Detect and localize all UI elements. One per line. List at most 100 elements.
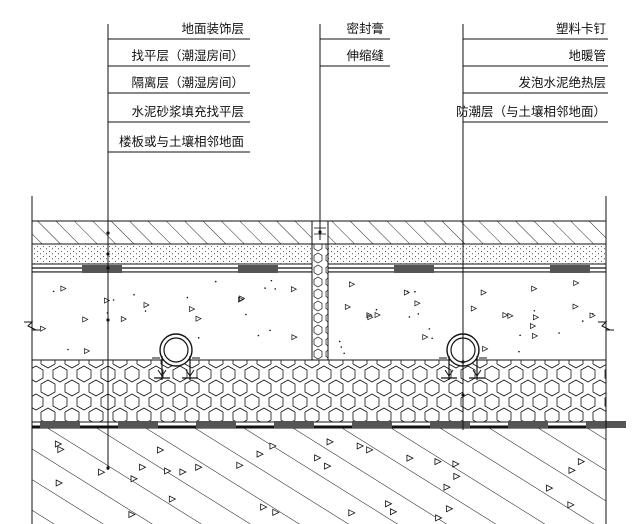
aggregate-mark (422, 333, 429, 341)
aggregate-mark (480, 289, 487, 296)
label-right-0: 塑料卡钉 (556, 21, 607, 36)
aggregate-mark (52, 290, 55, 293)
leveling-layer-left (31, 243, 313, 265)
aggregate-mark (406, 290, 409, 293)
aggregate-mark (532, 332, 539, 339)
leader-dot (461, 360, 465, 364)
left-label-group: 地面装饰层找平层（潮湿房间）隔离层（潮湿房间）水泥砂浆填充找平层楼板或与土壤相邻… (108, 21, 250, 153)
leveling-layer-right (327, 243, 607, 265)
aggregate-mark (143, 301, 150, 309)
moisture-barrier-strip (40, 421, 80, 428)
aggregate-mark (82, 316, 89, 323)
aggregate-mark (239, 295, 246, 302)
plastic-clip-arrow (444, 369, 482, 377)
aggregate-mark (417, 313, 420, 315)
aggregate-mark (482, 345, 489, 352)
leader-dot (318, 230, 322, 234)
foam-cement-insulation-layer (31, 359, 607, 423)
aggregate-mark (343, 352, 345, 355)
label-left-2: 隔离层（潮湿房间） (131, 75, 244, 90)
aggregate-mark (532, 314, 540, 321)
label-right-1: 地暖管 (568, 48, 606, 63)
aggregate-mark (581, 320, 584, 322)
slab-aggregate-mark (568, 466, 576, 474)
mortar-aggregate (40, 279, 596, 355)
slab-aggregate-mark (435, 514, 443, 522)
slab-aggregate-mark (385, 500, 393, 508)
slab-aggregate-mark (179, 468, 187, 476)
aggregate-mark (245, 313, 247, 316)
aggregate-mark (290, 286, 298, 293)
slab-aggregate-mark (256, 450, 264, 458)
slab-aggregate-mark (55, 479, 64, 487)
aggregate-mark (533, 309, 536, 312)
aggregate-mark (344, 303, 352, 311)
moisture-barrier-strip (274, 421, 314, 428)
isolation-strip (238, 265, 278, 273)
slab-aggregate-mark (434, 458, 442, 466)
aggregate-mark (269, 329, 271, 332)
aggregate-mark (414, 300, 421, 307)
aggregate-mark (403, 289, 411, 296)
leader-dot (106, 266, 110, 270)
aggregate-mark (367, 314, 374, 321)
aggregate-mark (502, 312, 509, 319)
leader-dot (106, 231, 110, 235)
label-left-1: 找平层（潮湿房间） (131, 48, 244, 63)
aggregate-mark (186, 296, 189, 299)
label-middle-0: 密封膏 (346, 21, 384, 36)
slab-aggregate-mark (260, 503, 268, 511)
aggregate-mark (366, 312, 373, 319)
slab-aggregate-mark (314, 454, 322, 462)
label-middle-1: 伸缩缝 (346, 48, 384, 63)
moisture-barrier-strip (196, 421, 236, 428)
aggregate-mark (573, 279, 580, 287)
slab-aggregate-mark (366, 446, 374, 454)
slab-aggregate-mark (98, 468, 106, 476)
slab-layer (32, 428, 606, 524)
floor-finish-layer-right (327, 220, 607, 245)
aggregate-mark (408, 316, 411, 318)
moisture-barrier-strip (118, 421, 158, 428)
slab-aggregate-mark (269, 442, 277, 450)
aggregate-mark (40, 325, 47, 332)
slab-aggregate-mark (406, 454, 414, 462)
slab-aggregate-mark (139, 463, 147, 471)
aggregate-mark (189, 306, 196, 313)
aggregate-mark (197, 337, 200, 339)
heating-pipe-inner (163, 337, 189, 363)
moisture-barrier-strip (430, 421, 470, 428)
aggregate-mark (270, 279, 273, 282)
slab-aggregate-mark (236, 461, 244, 469)
slab-aggregate-mark (272, 508, 280, 516)
label-left-3: 水泥砂浆填充找平层 (131, 104, 244, 119)
slab-aggregate-mark (567, 501, 575, 509)
aggregate-mark (195, 315, 202, 322)
isolation-strip (82, 265, 122, 273)
slab-aggregate-mark (326, 438, 334, 446)
aggregate-mark (519, 334, 521, 337)
moisture-barrier-strip (352, 421, 392, 428)
label-left-4: 楼板或与土壤相邻地面 (119, 134, 244, 149)
aggregate-mark (414, 290, 416, 293)
aggregate-mark (274, 288, 277, 290)
slab-aggregate-mark (157, 446, 165, 454)
slab-aggregate-mark (128, 510, 136, 519)
aggregate-mark (264, 287, 266, 289)
slab-aggregate (54, 438, 586, 522)
aggregate-mark (375, 308, 378, 311)
moisture-barrier-strip (508, 421, 548, 428)
aggregate-mark (214, 280, 217, 283)
slab-aggregate-mark (164, 467, 172, 475)
aggregate-mark (531, 285, 538, 292)
aggregate-mark (349, 281, 356, 288)
aggregate-mark (591, 312, 594, 315)
aggregate-mark (470, 305, 478, 312)
isolation-strip (550, 265, 590, 273)
aggregate-mark (518, 350, 520, 353)
aggregate-mark (428, 328, 431, 330)
slab-aggregate-mark (130, 475, 138, 483)
slab-aggregate-mark (443, 483, 451, 491)
aggregate-mark (572, 303, 579, 310)
